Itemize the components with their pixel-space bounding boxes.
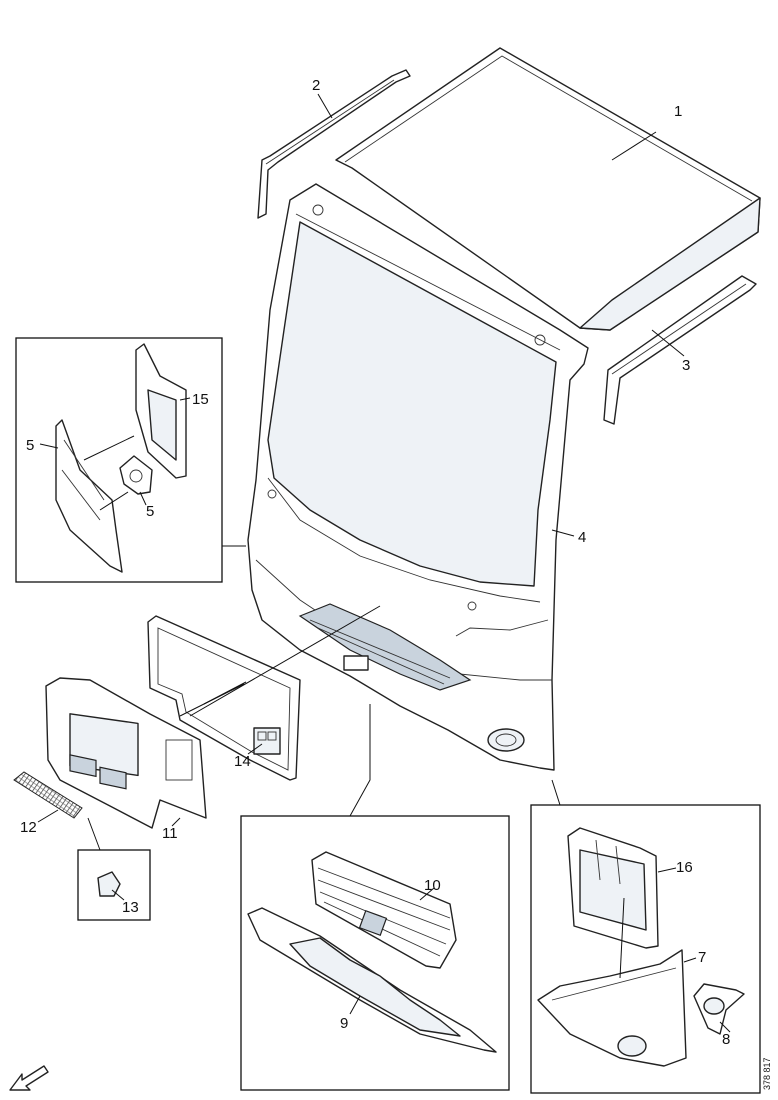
front-grille bbox=[311, 851, 457, 969]
lower-front-moulding bbox=[247, 907, 497, 1053]
callout-8: 8 bbox=[722, 1031, 730, 1048]
callout-5-left: 5 bbox=[26, 437, 34, 454]
callout-10: 10 bbox=[424, 877, 441, 894]
callout-15: 15 bbox=[192, 391, 209, 408]
left-inner-panel bbox=[45, 677, 207, 829]
left-corner-cover bbox=[55, 419, 123, 573]
left-detail-frame bbox=[15, 337, 223, 583]
callout-5-mid: 5 bbox=[146, 503, 154, 520]
left-inner-trim bbox=[119, 455, 153, 495]
clip-detail-frame bbox=[77, 849, 151, 921]
left-roof-trim bbox=[257, 69, 411, 219]
callout-1: 1 bbox=[674, 103, 682, 120]
direction-arrow-icon bbox=[9, 1065, 49, 1091]
callout-14: 14 bbox=[234, 753, 251, 770]
callout-9: 9 bbox=[340, 1015, 348, 1032]
right-corner-panel bbox=[567, 827, 659, 949]
roof-panel bbox=[335, 47, 761, 331]
right-lamp-cover bbox=[693, 983, 745, 1035]
inner-lining-panel bbox=[147, 615, 301, 781]
leader-center-inset bbox=[349, 704, 371, 817]
reference-code: 378 817 bbox=[762, 1057, 772, 1090]
callout-11: 11 bbox=[162, 825, 178, 842]
right-detail-frame bbox=[530, 804, 761, 1094]
callout-3: 3 bbox=[682, 357, 690, 374]
callout-13: 13 bbox=[122, 899, 139, 916]
front-body-panel bbox=[247, 183, 589, 771]
right-bracket bbox=[135, 343, 187, 479]
grid-clip bbox=[97, 871, 121, 897]
callout-4: 4 bbox=[578, 529, 586, 546]
callout-12: 12 bbox=[20, 819, 37, 836]
callout-7: 7 bbox=[698, 949, 706, 966]
callout-16: 16 bbox=[676, 859, 693, 876]
right-roof-trim bbox=[603, 275, 757, 425]
leader-clip bbox=[87, 817, 101, 851]
leader-right-inset bbox=[551, 779, 561, 806]
right-bracket-lower bbox=[537, 949, 687, 1067]
ventilation-grid bbox=[13, 771, 83, 819]
center-detail-frame bbox=[240, 815, 510, 1091]
callout-2: 2 bbox=[312, 77, 320, 94]
